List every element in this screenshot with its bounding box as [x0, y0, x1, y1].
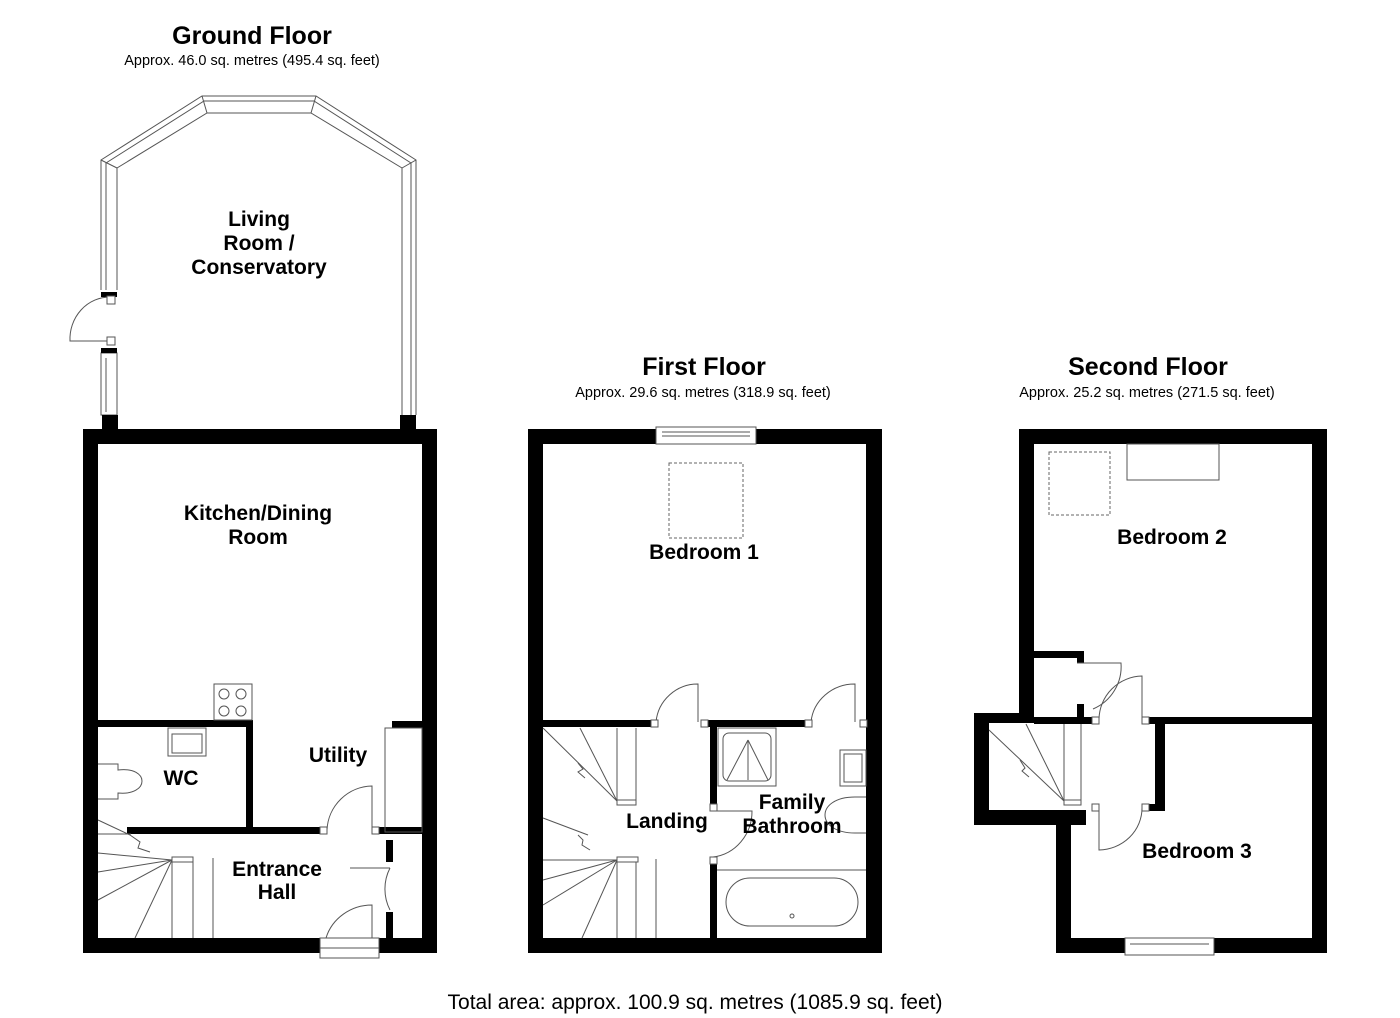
- first-staircase: [542, 727, 657, 939]
- room-label-kitchen-2: Room: [228, 526, 288, 549]
- room-label-hall-1: Entrance: [232, 858, 322, 881]
- wc-basin: [167, 727, 207, 757]
- conservatory-glazing-outer: [100, 95, 417, 415]
- first-floor-area: Approx. 29.6 sq. metres (318.9 sq. feet): [575, 385, 831, 401]
- utility-door-swing: [326, 785, 373, 831]
- room-label-bedroom1: Bedroom 1: [649, 541, 759, 564]
- first-floor-title: First Floor: [642, 353, 766, 381]
- bathroom-toilet: [824, 796, 866, 834]
- ground-floor-plan: Living Room / Conservatory Kitchen/Dinin…: [69, 95, 437, 959]
- room-label-living-2: Room /: [223, 232, 294, 255]
- room-label-living-3: Conservatory: [191, 256, 327, 279]
- ground-wall-top: [83, 429, 437, 444]
- ground-floor-title: Ground Floor: [172, 22, 332, 50]
- hob: [213, 683, 253, 721]
- room-label-bathroom-1: Family: [759, 791, 826, 814]
- ground-wall-left: [83, 429, 98, 953]
- ground-staircase: [97, 819, 214, 939]
- bathroom-basin: [839, 749, 867, 787]
- bedroom3-window: [1124, 937, 1215, 956]
- second-floor-title: Second Floor: [1068, 353, 1228, 381]
- room-label-kitchen-1: Kitchen/Dining: [184, 502, 332, 525]
- room-label-utility: Utility: [309, 744, 368, 767]
- bath: [725, 877, 859, 927]
- room-label-bedroom3: Bedroom 3: [1142, 840, 1252, 863]
- shower-tray: [717, 727, 777, 787]
- room-label-bathroom-2: Bathroom: [742, 815, 841, 838]
- second-floor-area: Approx. 25.2 sq. metres (271.5 sq. feet): [1019, 385, 1275, 401]
- room-label-bedroom2: Bedroom 2: [1117, 526, 1227, 549]
- bedroom2-built-in: [1126, 443, 1220, 481]
- velux-window: [1048, 451, 1111, 516]
- room-label-hall-2: Hall: [258, 881, 297, 904]
- room-label-landing: Landing: [626, 810, 708, 833]
- first-floor-plan: Bedroom 1 Landing Family Bathroom: [528, 426, 882, 953]
- ground-wall-right: [422, 429, 437, 953]
- conservatory-glazing-inner: [116, 112, 403, 415]
- total-area: Total area: approx. 100.9 sq. metres (10…: [448, 991, 943, 1014]
- front-door-swing: [325, 904, 373, 939]
- ground-floor-area: Approx. 46.0 sq. metres (495.4 sq. feet): [124, 53, 380, 69]
- toilet: [98, 763, 143, 800]
- second-staircase: [988, 723, 1082, 806]
- conservatory-glazing-mid: [105, 100, 412, 415]
- room-label-living-1: Living: [228, 208, 290, 231]
- room-label-wc: WC: [164, 767, 199, 790]
- second-floor-plan: Bedroom 2 Bedroom 3: [974, 429, 1327, 956]
- conservatory-door-swing: [69, 296, 111, 342]
- loft-hatch: [668, 462, 744, 539]
